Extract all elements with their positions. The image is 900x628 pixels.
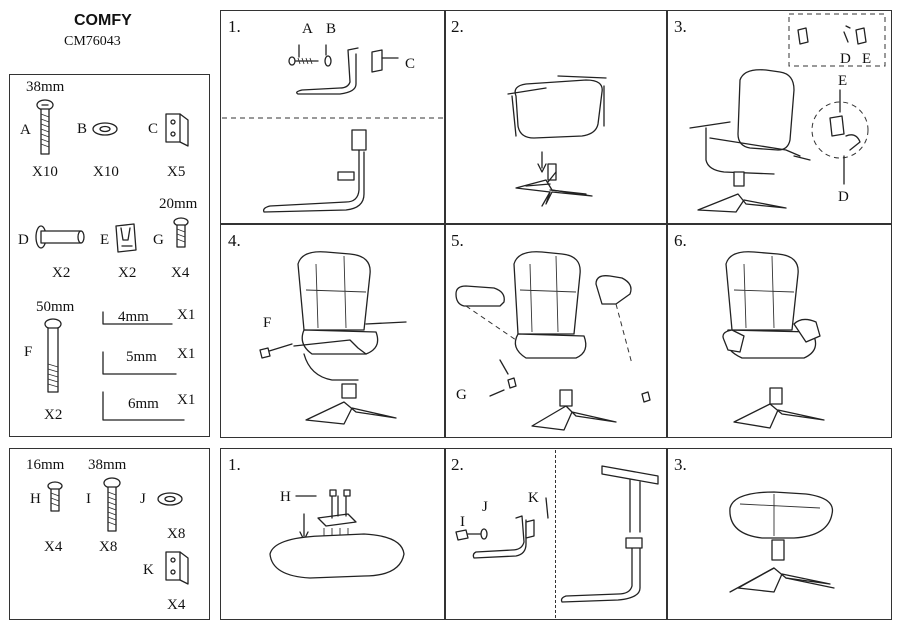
armrest-bracket-diagram bbox=[222, 44, 444, 213]
key-5mm-size: 5mm bbox=[126, 349, 157, 365]
step1-label-b: B bbox=[326, 21, 337, 37]
chair-step-2-number: 2. bbox=[451, 17, 464, 36]
ott-step2-label-i: I bbox=[460, 514, 465, 530]
chair-parts-box bbox=[9, 74, 210, 437]
bracket-k-icon bbox=[165, 551, 189, 585]
key-4mm-qty: X1 bbox=[177, 307, 196, 323]
part-i-qty: X8 bbox=[99, 539, 118, 555]
allen-key-5mm-icon bbox=[102, 351, 177, 375]
ottoman-parts-box bbox=[9, 448, 210, 620]
allen-key-4mm-icon bbox=[102, 311, 173, 325]
part-d-letter: D bbox=[18, 232, 29, 248]
washer-j-icon bbox=[157, 492, 183, 506]
ottoman-leg-diagram bbox=[455, 465, 659, 603]
chair-step-5-number: 5. bbox=[451, 231, 464, 250]
part-h-letter: H bbox=[30, 491, 41, 507]
allen-key-6mm-icon bbox=[102, 391, 185, 421]
part-g-letter: G bbox=[153, 232, 164, 248]
bolt-d-icon bbox=[35, 225, 85, 249]
ott-step2-label-k: K bbox=[528, 490, 539, 506]
ottoman-bracket-diagram bbox=[269, 489, 405, 579]
ottoman-step-1-number: 1. bbox=[228, 455, 241, 474]
step3-label-e: E bbox=[838, 73, 848, 89]
part-g-qty: X4 bbox=[171, 265, 190, 281]
part-j-qty: X8 bbox=[167, 526, 186, 542]
chair-step-3-number: 3. bbox=[674, 17, 687, 36]
part-a-qty: X10 bbox=[32, 164, 58, 180]
key-5mm-qty: X1 bbox=[177, 346, 196, 362]
step3-label-d: D bbox=[838, 189, 849, 205]
armrest-cover-diagram bbox=[455, 251, 651, 431]
bracket-c-icon bbox=[165, 113, 189, 147]
washer-b-icon bbox=[92, 122, 118, 136]
step1-label-c: C bbox=[405, 56, 416, 72]
part-d-qty: X2 bbox=[52, 265, 71, 281]
assembled-chair-diagram bbox=[722, 251, 825, 429]
chair-step-6-number: 6. bbox=[674, 231, 687, 250]
part-c-qty: X5 bbox=[167, 164, 186, 180]
brand-title: COMFY bbox=[74, 12, 132, 29]
chair-seat-to-base-diagram bbox=[507, 75, 607, 207]
part-e-letter: E bbox=[100, 232, 110, 248]
part-f-size: 50mm bbox=[36, 299, 75, 315]
step5-label-g: G bbox=[456, 387, 467, 403]
step4-label-f: F bbox=[263, 315, 272, 331]
part-b-letter: B bbox=[77, 121, 88, 137]
part-h-size: 16mm bbox=[26, 457, 65, 473]
chair-back-attachment-diagram bbox=[689, 69, 869, 213]
ottoman-step-2-number: 2. bbox=[451, 455, 464, 474]
key-6mm-size: 6mm bbox=[128, 396, 159, 412]
part-f-qty: X2 bbox=[44, 407, 63, 423]
armrest-attach-diagram bbox=[259, 251, 407, 425]
clip-e-icon bbox=[115, 223, 137, 253]
step3-label-e-top: E bbox=[862, 51, 872, 67]
model-number: CM76043 bbox=[64, 34, 121, 49]
part-i-letter: I bbox=[86, 491, 91, 507]
screw-a-icon bbox=[36, 99, 54, 155]
part-f-letter: F bbox=[24, 344, 33, 360]
part-i-size: 38mm bbox=[88, 457, 127, 473]
part-b-qty: X10 bbox=[93, 164, 119, 180]
assembled-ottoman-diagram bbox=[729, 491, 835, 593]
part-k-qty: X4 bbox=[167, 597, 186, 613]
part-a-size: 38mm bbox=[26, 79, 65, 95]
screw-h-icon bbox=[47, 481, 63, 512]
part-c-letter: C bbox=[148, 121, 159, 137]
bolt-f-icon bbox=[44, 318, 62, 393]
part-k-letter: K bbox=[143, 562, 154, 578]
chair-step-1-number: 1. bbox=[228, 17, 241, 36]
chair-step-4-number: 4. bbox=[228, 231, 241, 250]
step3-label-d-top: D bbox=[840, 51, 851, 67]
clip-detail-callout bbox=[788, 13, 886, 67]
part-g-size: 20mm bbox=[159, 196, 198, 212]
part-a-letter: A bbox=[20, 122, 31, 138]
ott-step2-label-j: J bbox=[482, 499, 488, 515]
part-e-qty: X2 bbox=[118, 265, 137, 281]
ott-step1-label-h: H bbox=[280, 489, 291, 505]
ottoman-step-3-number: 3. bbox=[674, 455, 687, 474]
step2-divider bbox=[555, 450, 556, 618]
part-h-qty: X4 bbox=[44, 539, 63, 555]
step1-label-a: A bbox=[302, 21, 313, 37]
screw-g-icon bbox=[173, 217, 189, 248]
screw-i-icon bbox=[103, 477, 121, 532]
key-6mm-qty: X1 bbox=[177, 392, 196, 408]
part-j-letter: J bbox=[140, 491, 146, 507]
key-4mm-size: 4mm bbox=[118, 309, 149, 325]
ottoman-assembly-panel bbox=[220, 448, 892, 620]
